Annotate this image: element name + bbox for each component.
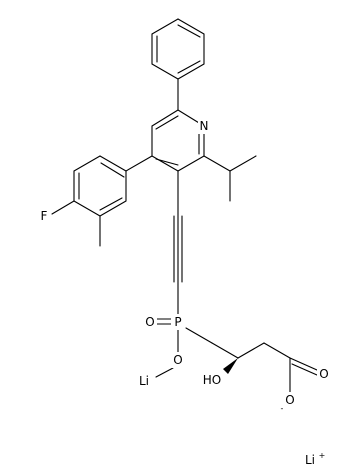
fluoro-methylphenyl-ring [73,155,127,217]
ester-oxygen-label: O [173,353,182,367]
bond [73,200,101,217]
hydroxyl-label: HO [203,373,221,387]
bond-pyridine-aryl [125,155,153,172]
stereo-wedge [223,358,238,374]
bond-choh-ch2 [237,342,265,359]
bond [177,18,205,35]
bond [291,363,318,376]
bond-p-ch2 [185,327,213,344]
bonds [51,18,318,393]
label-mask [317,366,331,382]
bond [177,155,205,172]
bond [155,115,179,130]
bond [99,155,127,172]
carboxylate-oxygen-label: O [285,393,294,407]
phosphoryl-oxygen-label: O [145,315,154,329]
bond [177,60,201,74]
bond [155,158,179,166]
bond [151,18,179,35]
carbonyl-oxygen-label: O [319,367,328,381]
bond-ch2-cooh [263,342,291,359]
triple-bond [173,213,183,285]
bond [99,200,127,217]
phenyl-ring [151,18,205,80]
carboxylate-charge: - [281,404,284,413]
label-mask [198,118,211,134]
isopropyl-group [203,155,257,202]
bond-ch2-choh [211,342,239,359]
ester-lithium-label: Li [139,374,149,388]
fluorine-label: F [41,209,48,223]
bond-o-li [155,367,174,378]
bond [203,155,231,172]
pyridine-ring [151,109,205,172]
phosphorus-label: P [174,315,181,329]
bond [177,24,201,38]
bond [151,109,179,127]
atom-labels: N F P O O Li HO O O - Li + [37,118,331,467]
bond-c-f [51,200,75,215]
label-mask [283,392,297,408]
label-mask [171,314,185,330]
lithium-ion-charge: + [319,451,326,460]
lithium-ion-label: Li [305,453,315,467]
bond [151,63,179,80]
bond [100,162,125,178]
label-mask [143,314,157,330]
bond [73,155,101,172]
bond [99,197,123,211]
bond [289,357,318,371]
bond [229,155,257,172]
bond [177,63,205,80]
label-mask [171,352,185,368]
label-mask [37,208,51,224]
bond [151,155,179,172]
nitrogen-label: N [200,119,209,133]
